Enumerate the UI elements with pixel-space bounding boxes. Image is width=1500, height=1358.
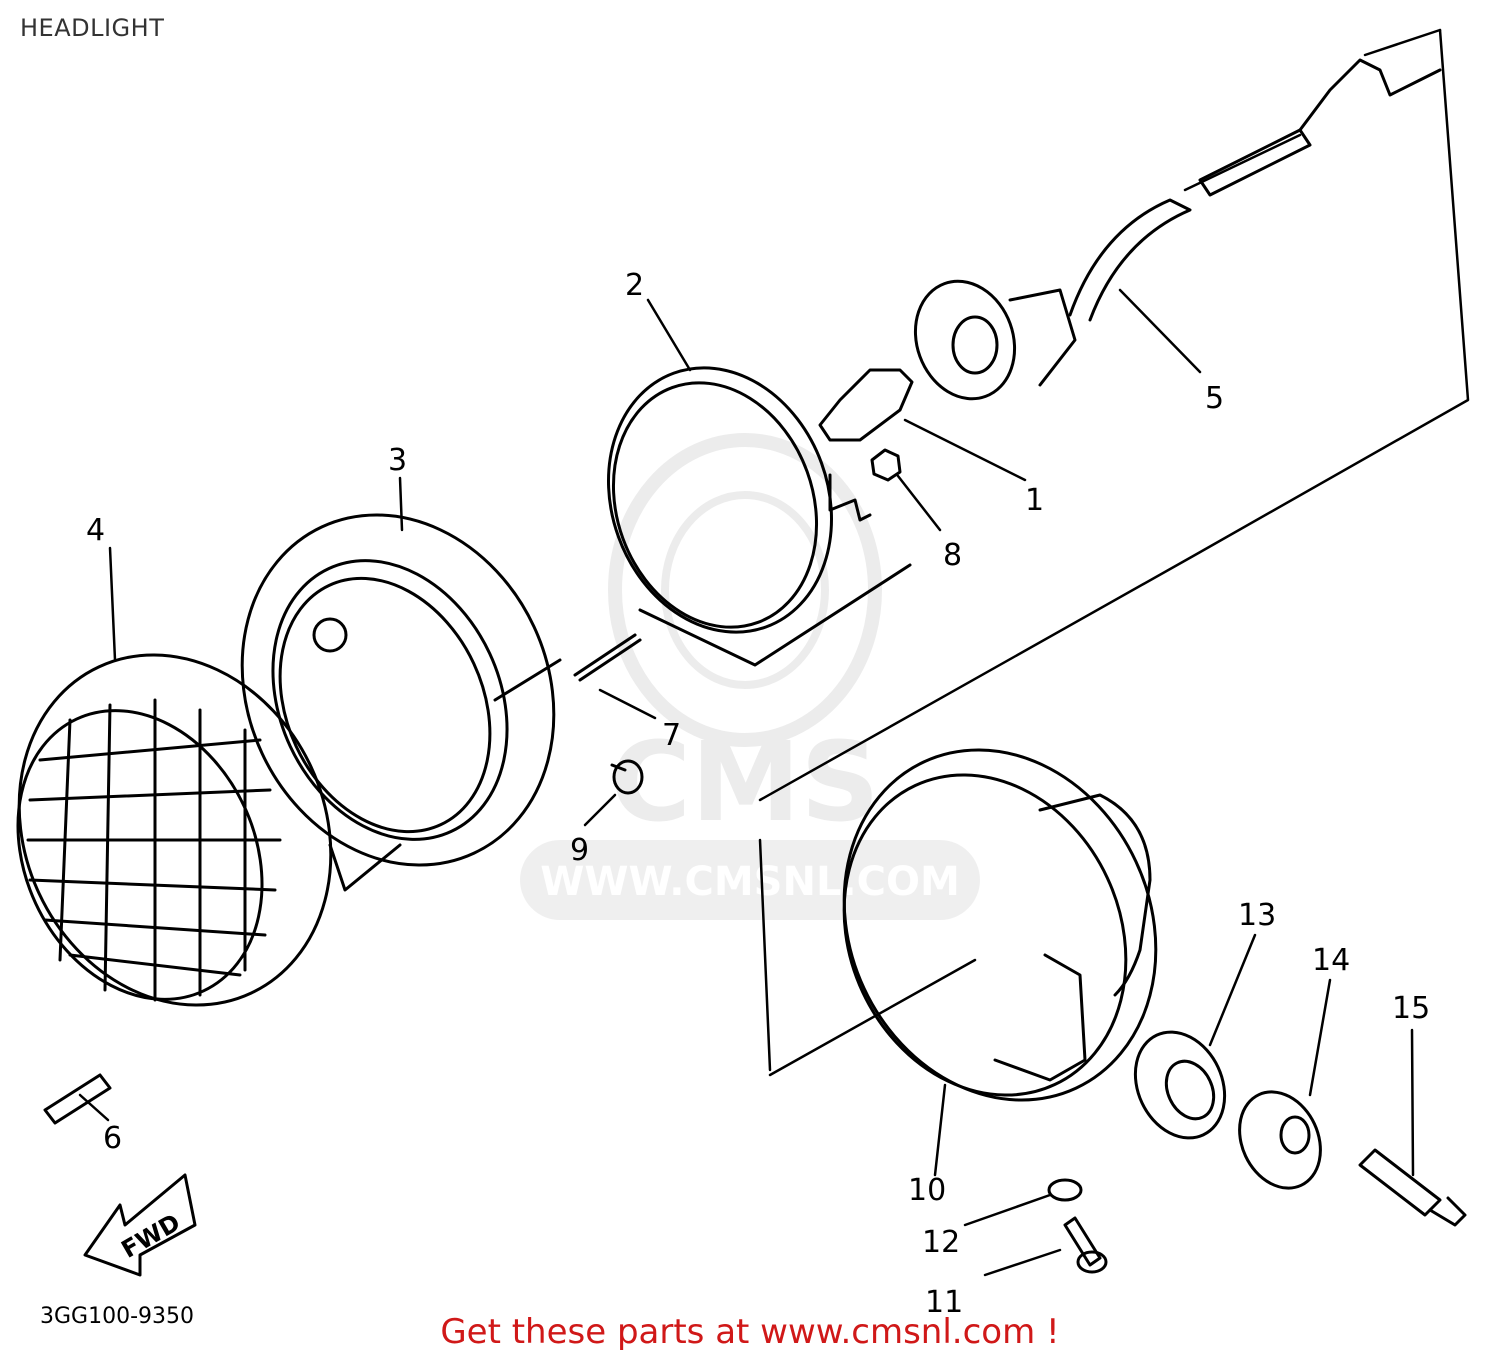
callout-13: 13 [1238,898,1276,933]
part-guard-grille [16,653,333,1007]
cms-watermark: CMS WWW.CMSNL.COM [520,433,980,920]
part-nut-8 [870,448,902,482]
watermark-logo: CMS [610,718,879,846]
part-spring [493,633,642,702]
page-title: HEADLIGHT [20,14,165,42]
part-rim [240,513,556,892]
callout-5: 5 [1205,381,1224,416]
callout-6: 6 [103,1121,122,1156]
assembly-outline [758,28,1470,1077]
part-lens-unit [607,366,912,667]
part-bulb [818,368,914,442]
callout-2: 2 [625,268,644,303]
callout-12: 12 [922,1225,960,1260]
callout-3: 3 [388,443,407,478]
part-nut-14 [1238,1090,1322,1190]
drawing-code: 3GG100-9350 [40,1304,194,1329]
callout-labels: 1 2 3 4 5 6 7 8 9 10 11 12 13 14 15 [86,268,1430,1320]
part-socket-cord [913,58,1442,401]
leader-lines [78,288,1415,1277]
part-bolt-15 [1358,1148,1467,1227]
callout-8: 8 [943,538,962,573]
part-headlight-body [842,748,1158,1102]
callout-7: 7 [662,718,681,753]
callout-9: 9 [570,833,589,868]
callout-10: 10 [908,1173,946,1208]
callout-4: 4 [86,513,105,548]
part-screw-9 [610,759,644,795]
callout-14: 14 [1312,943,1350,978]
parts-link[interactable]: Get these parts at www.cmsnl.com ! [440,1312,1060,1352]
part-screw-11 [1063,1216,1108,1274]
fwd-label: FWD [117,1208,185,1264]
callout-1: 1 [1025,483,1044,518]
part-washer-12 [1047,1178,1083,1202]
fwd-arrow [83,1173,197,1277]
callout-15: 15 [1392,991,1430,1026]
watermark-url: WWW.CMSNL.COM [540,859,960,905]
part-bolt-6 [43,1073,112,1125]
callout-11: 11 [925,1285,963,1320]
part-grommet [1133,1030,1227,1140]
